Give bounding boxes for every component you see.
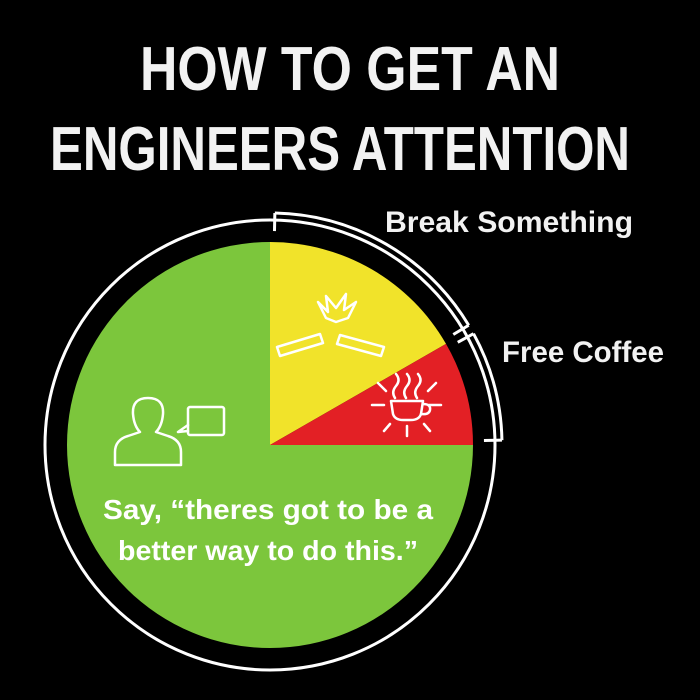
bracket-tick-coffee — [457, 332, 475, 344]
pie-slice-break — [270, 241, 447, 445]
bracket-arc-coffee — [472, 332, 504, 441]
person-speaking-icon — [113, 396, 226, 467]
pie-slices — [67, 241, 474, 648]
hot-coffee-icon — [370, 372, 443, 438]
pie-slice-say — [67, 242, 473, 648]
label-brackets — [272, 211, 504, 443]
chart-title-line-2: ENGINEERS ATTENTION — [50, 115, 630, 184]
broken-object-icon — [275, 292, 386, 358]
slice-say-text-line-1: Say, “theres got to be a — [103, 494, 433, 525]
pie-outer-ring — [43, 218, 497, 672]
chart-title-line-1: HOW TO GET AN — [140, 35, 560, 104]
slice-say-text-line-2: better way to do this.” — [118, 535, 418, 566]
label-break-something: Break Something — [385, 206, 633, 239]
bracket-arc-break — [274, 211, 470, 327]
bracket-tick-break — [452, 323, 470, 336]
pie-slice-coffee — [270, 343, 474, 445]
label-free-coffee: Free Coffee — [502, 336, 664, 369]
